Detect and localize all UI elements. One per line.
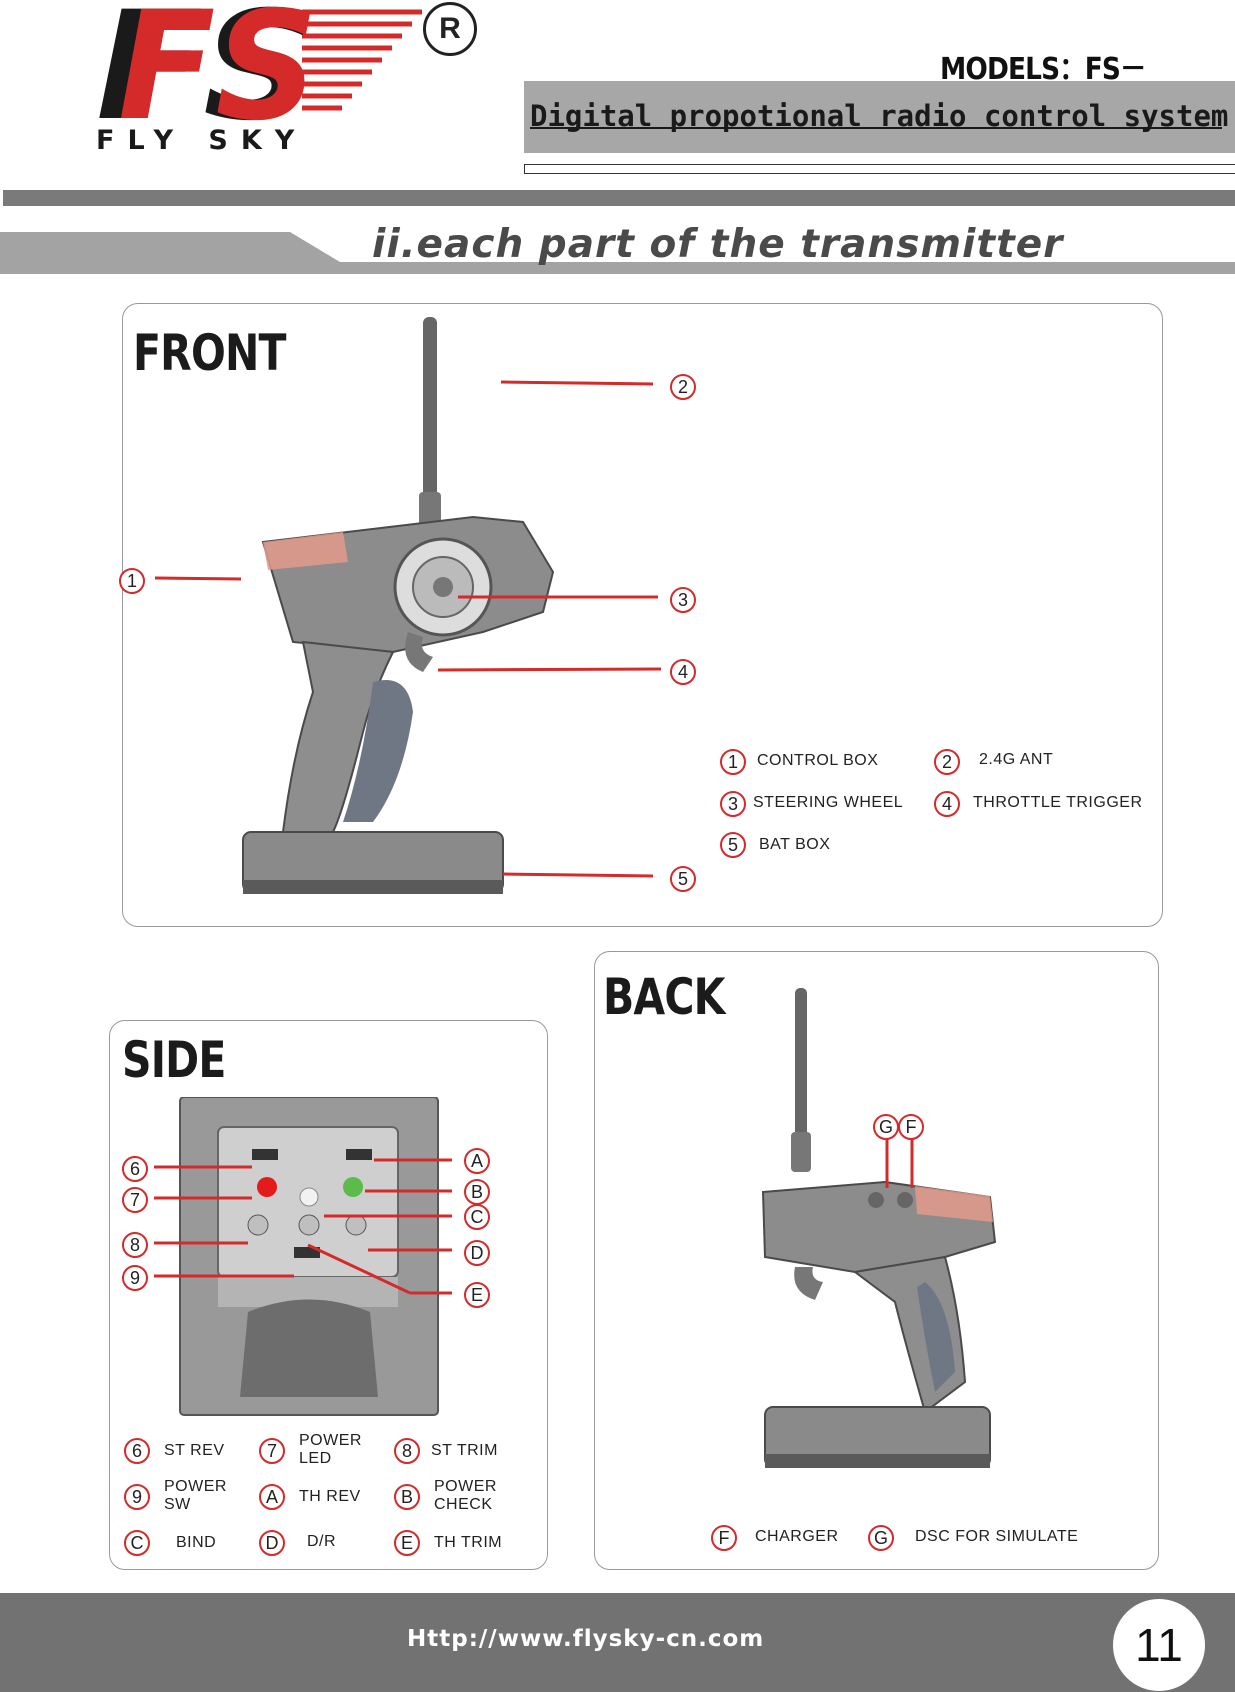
back-callout-f: F — [898, 1114, 924, 1140]
registered-mark: R — [423, 2, 477, 56]
side-panel: SIDE 6 7 8 — [109, 1020, 548, 1570]
side-legend-label-9: POWER SW — [164, 1478, 227, 1513]
front-callout-2: 2 — [670, 374, 696, 400]
side-title: SIDE — [122, 1031, 226, 1089]
front-callout-4: 4 — [670, 659, 696, 685]
side-legend-label-e: TH TRIM — [434, 1534, 503, 1551]
side-legend-label-7: POWER LED — [299, 1432, 362, 1467]
side-callout-b: B — [464, 1179, 490, 1205]
side-legend-label-8: ST TRIM — [431, 1442, 498, 1459]
footer-band — [0, 1593, 1235, 1692]
side-legend-label-b: POWER CHECK — [434, 1478, 497, 1513]
fly-sky-logo: FS FS — [92, 0, 492, 160]
back-legend-num-f: F — [711, 1525, 737, 1551]
header-rule-box — [524, 164, 1235, 174]
front-legend-label-4: THROTTLE TRIGGER — [973, 794, 1143, 811]
side-leader-lines — [154, 1158, 452, 1295]
logo-fs-red: FS — [118, 0, 318, 154]
front-legend-num-2: 2 — [934, 749, 960, 775]
front-legend-label-1: CONTROL BOX — [757, 752, 879, 769]
side-callout-d: D — [464, 1240, 490, 1266]
back-panel: BACK G F F CHARGER G DSC FOR SIMULATE — [594, 951, 1159, 1570]
front-legend-label-3: STEERING WHEEL — [753, 794, 904, 811]
back-legend-num-g: G — [868, 1525, 894, 1551]
side-callout-6: 6 — [122, 1156, 148, 1182]
back-leader-lines — [885, 1136, 914, 1188]
side-legend-num-e: E — [394, 1530, 420, 1556]
header-gray-band — [3, 190, 1235, 206]
front-callout-3: 3 — [670, 587, 696, 613]
side-legend-num-8: 8 — [394, 1438, 420, 1464]
side-callout-a: A — [464, 1148, 490, 1174]
side-legend-num-9: 9 — [124, 1484, 150, 1510]
front-legend-label-5: BAT BOX — [759, 836, 831, 853]
front-leader-lines — [154, 380, 662, 878]
side-legend-label-6: ST REV — [164, 1442, 225, 1459]
back-callout-g: G — [873, 1114, 899, 1140]
side-legend-num-7: 7 — [259, 1438, 285, 1464]
side-callout-8: 8 — [122, 1232, 148, 1258]
side-legend-label-d: D/R — [307, 1533, 337, 1550]
tagline-bar — [524, 81, 1235, 153]
transmitter-side-illustration — [179, 1097, 439, 1416]
front-legend-num-1: 1 — [720, 749, 746, 775]
transmitter-front-illustration — [242, 317, 555, 894]
transmitter-back-illustration — [761, 988, 997, 1468]
side-callout-e: E — [464, 1282, 490, 1308]
section-title-band — [0, 232, 1235, 274]
side-legend-num-a: A — [259, 1484, 285, 1510]
front-legend-label-2: 2.4G ANT — [979, 751, 1054, 768]
front-legend-num-4: 4 — [934, 791, 960, 817]
side-legend-label-c: BIND — [176, 1534, 217, 1551]
front-title: FRONT — [133, 324, 286, 382]
page-number: 11 — [1113, 1599, 1205, 1691]
front-legend-num-3: 3 — [720, 791, 746, 817]
side-legend-label-a: TH REV — [299, 1488, 361, 1505]
back-legend-label-g: DSC FOR SIMULATE — [915, 1528, 1079, 1545]
side-callout-7: 7 — [122, 1187, 148, 1213]
side-callout-c: C — [464, 1204, 490, 1230]
front-callout-5: 5 — [670, 866, 696, 892]
side-legend-num-b: B — [394, 1484, 420, 1510]
logo-fs-shadow: FS — [96, 0, 316, 154]
logo-brand-name: FLY SKY — [96, 125, 308, 156]
back-title: BACK — [603, 968, 725, 1026]
front-callout-1: 1 — [119, 568, 145, 594]
front-panel: FRONT 2 1 3 4 5 1 — [119, 303, 1163, 927]
side-legend-num-d: D — [259, 1530, 285, 1556]
section-title: II.each part of the transmitter — [372, 222, 1064, 267]
website-url[interactable]: Http://www.flysky-cn.com — [407, 1626, 765, 1652]
front-legend-num-5: 5 — [720, 832, 746, 858]
side-legend-num-6: 6 — [124, 1438, 150, 1464]
tagline-underline — [530, 127, 1222, 129]
side-callout-9: 9 — [122, 1265, 148, 1291]
side-legend-num-c: C — [124, 1530, 150, 1556]
back-legend-label-f: CHARGER — [755, 1528, 839, 1545]
